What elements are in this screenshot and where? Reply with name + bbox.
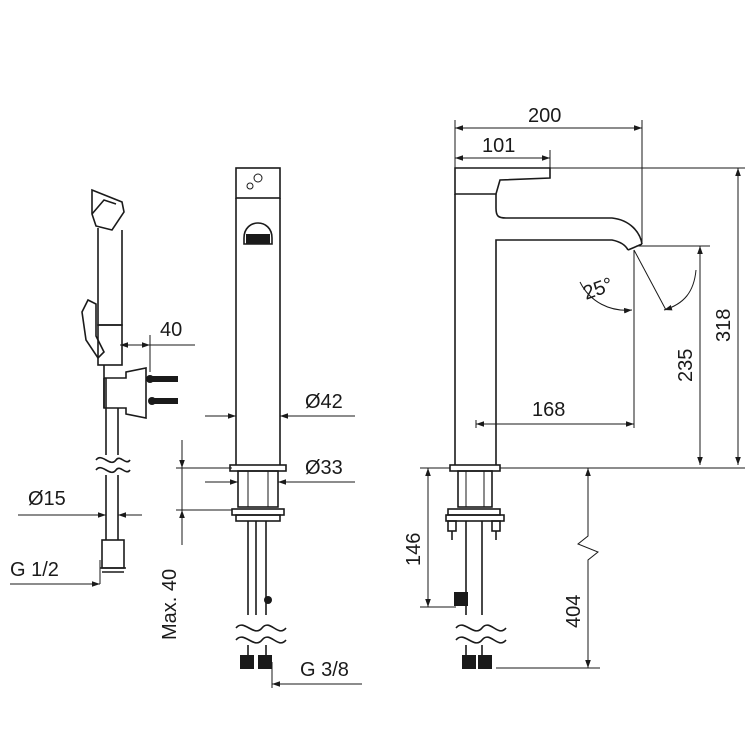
max-thickness-label: Max. 40 — [159, 569, 181, 640]
faucet-front-view: Ø42 Ø33 Max. 40 G 3/8 — [159, 167, 362, 688]
faucet-thread-label: G 3/8 — [300, 659, 349, 681]
spout-angle-label: 25° — [580, 274, 616, 305]
faucet-side-view: 200 101 168 25° 235 318 146 — [403, 105, 745, 669]
hand-shower-view: 40 Ø15 G 1/2 — [10, 188, 195, 587]
overall-depth-label: 200 — [528, 105, 561, 127]
total-height-label: 318 — [713, 309, 735, 342]
body-diameter-label: Ø42 — [305, 391, 343, 413]
lever-depth-label: 101 — [482, 135, 515, 157]
aerator-icon — [243, 222, 273, 245]
base-diameter-label: Ø33 — [305, 457, 343, 479]
hose-nut-icon — [454, 592, 468, 606]
hose-diameter-label: Ø15 — [28, 488, 66, 510]
shank-length-label: 146 — [403, 533, 425, 566]
wall-screw-icon — [146, 375, 178, 405]
spout-height-label: 235 — [675, 349, 697, 382]
hand-shower-width-label: 40 — [160, 319, 182, 341]
hand-shower-thread-label: G 1/2 — [10, 559, 59, 581]
hose-length-label: 404 — [563, 595, 585, 628]
spout-reach-label: 168 — [532, 399, 565, 421]
